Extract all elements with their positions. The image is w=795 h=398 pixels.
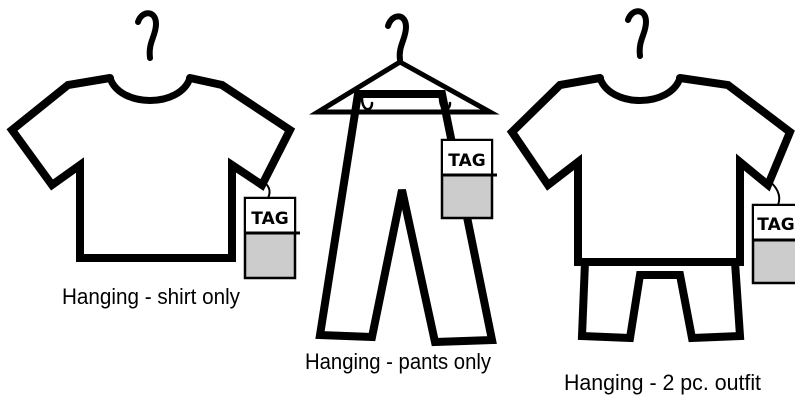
hanger-icon — [600, 11, 680, 100]
tag-icon: TAG — [245, 198, 300, 278]
tag-label: TAG — [251, 209, 288, 229]
tag-icon: TAG — [442, 140, 497, 218]
hanger-icon — [110, 13, 190, 100]
panel-pants-only: TAG Hanging - pants only — [305, 16, 497, 374]
caption-2pc-outfit: Hanging - 2 pc. outfit — [564, 370, 761, 395]
tag-label: TAG — [448, 151, 485, 171]
caption-shirt-only: Hanging - shirt only — [62, 284, 240, 309]
pants-icon — [582, 262, 740, 338]
tag-label: TAG — [757, 215, 794, 235]
panel-2pc-outfit: TAG Hanging - 2 pc. outfit — [512, 11, 795, 395]
shirt-icon — [512, 78, 790, 262]
panel-shirt-only: TAG Hanging - shirt only — [12, 13, 300, 309]
caption-pants-only: Hanging - pants only — [305, 349, 491, 374]
tag-icon: TAG — [753, 205, 795, 283]
